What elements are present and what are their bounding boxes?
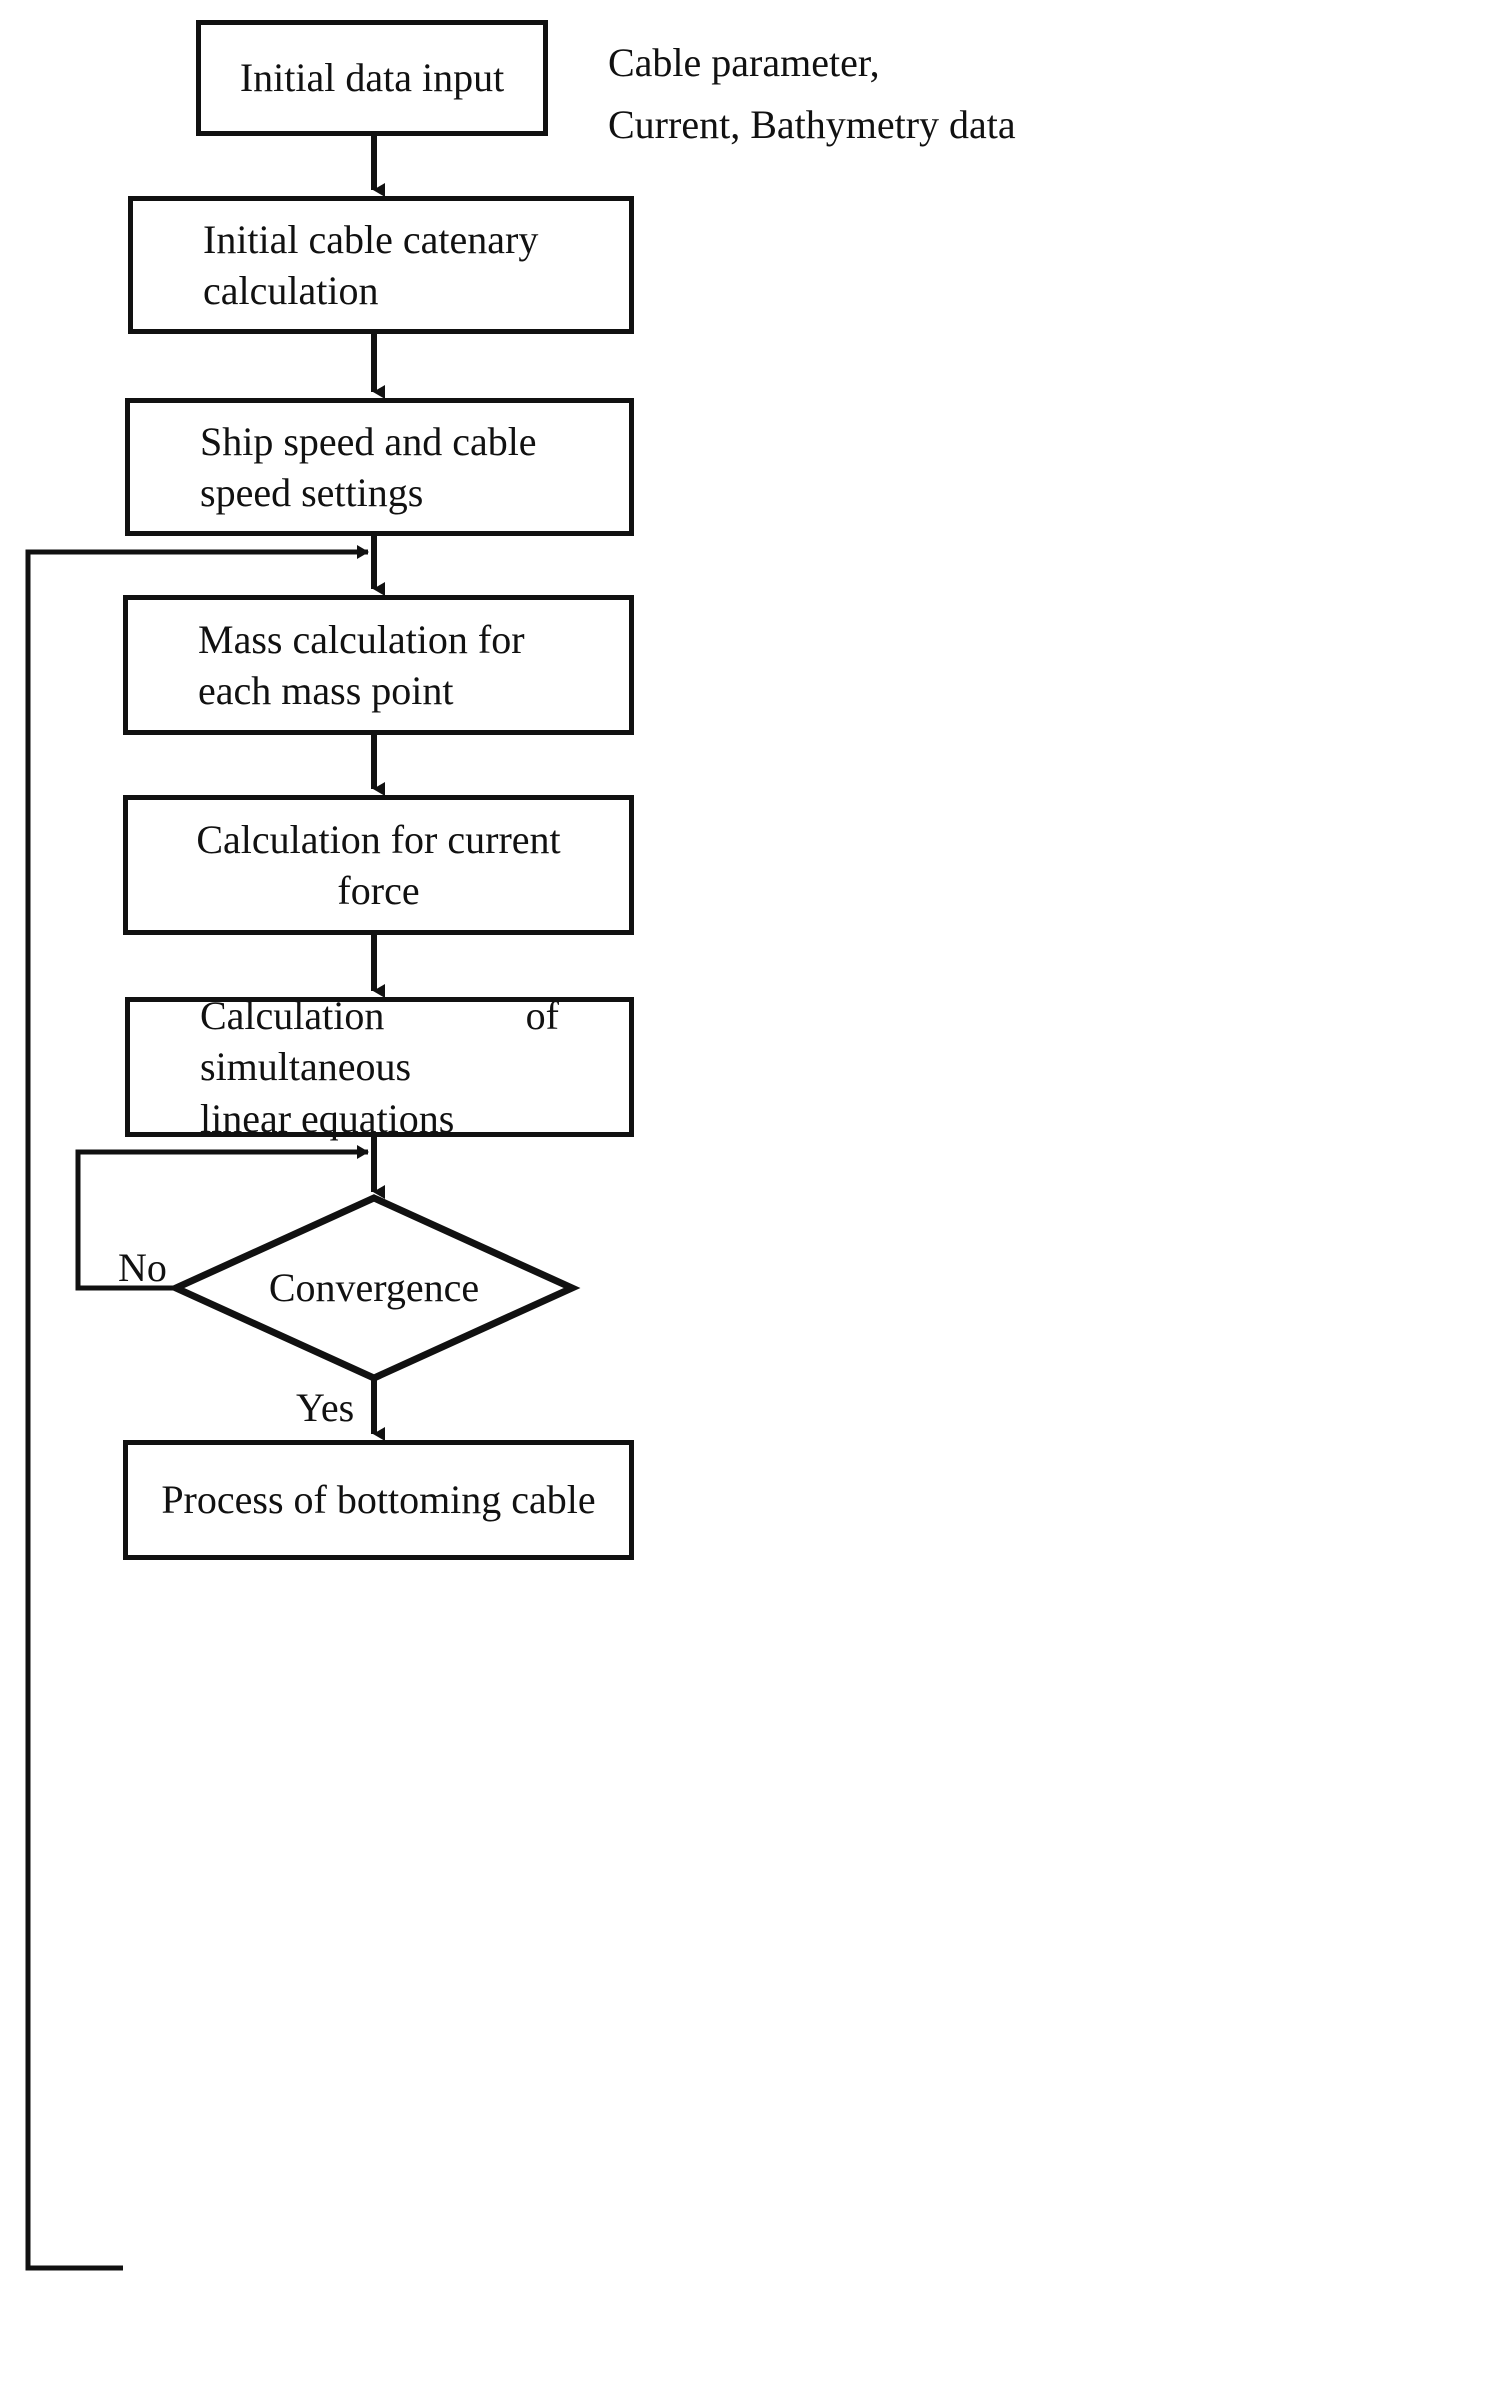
node-initial-data-input[interactable]: Initial data input [196, 20, 548, 136]
node-simultaneous-equations-label: Calculation of simultaneous linear equat… [200, 993, 559, 1141]
node-mass-calculation[interactable]: Mass calculation for each mass point [123, 595, 634, 735]
node-initial-cable-catenary-label: Initial cable catenary calculation [203, 216, 539, 313]
node-bottoming-cable-label: Process of bottoming cable [161, 1477, 596, 1523]
node-mass-calculation-label: Mass calculation for each mass point [198, 616, 525, 713]
annotation-input-note: Cable parameter, Current, Bathymetry dat… [608, 40, 1016, 147]
node-ship-and-cable-speed[interactable]: Ship speed and cable speed settings [125, 398, 634, 536]
node-initial-cable-catenary[interactable]: Initial cable catenary calculation [128, 196, 634, 334]
node-ship-and-cable-speed-label: Ship speed and cable speed settings [200, 418, 537, 515]
node-initial-data-input-label: Initial data input [239, 55, 505, 101]
node-convergence-label: Convergence [268, 1265, 480, 1310]
edge-label-no: No [118, 1245, 167, 1290]
node-current-force-label: Calculation for current force [196, 816, 561, 913]
node-current-force[interactable]: Calculation for current force [123, 795, 634, 935]
node-simultaneous-equations[interactable]: Calculation of simultaneous linear equat… [125, 993, 634, 1141]
edge-label-yes: Yes [296, 1385, 355, 1430]
node-bottoming-cable[interactable]: Process of bottoming cable [123, 1440, 634, 1560]
